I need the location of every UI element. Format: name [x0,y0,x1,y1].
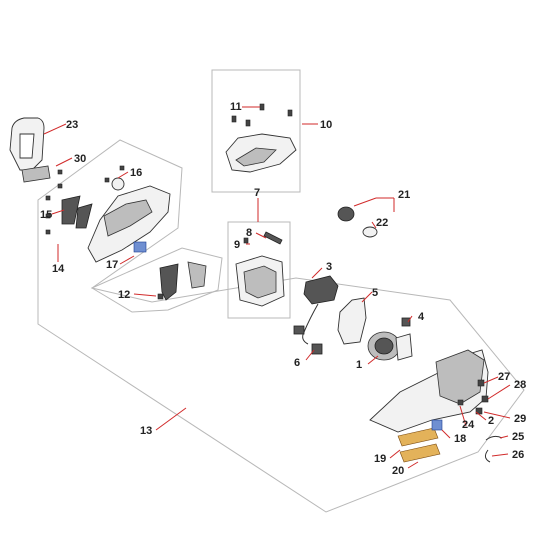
callout-13: 13 [140,425,152,437]
callout-25: 25 [512,431,524,443]
motor-assembly-part [367,331,413,361]
frame-group-12 [90,247,223,313]
callout-labels: 23 30 16 15 14 17 12 11 10 7 8 9 21 22 3… [40,101,526,477]
callout-19: 19 [374,453,386,465]
oil-cap-part [337,206,378,238]
leader-lines [43,106,511,469]
air-filter-housing-part [235,231,285,307]
rear-handle-housing-part [87,165,171,263]
callout-22: 22 [376,217,388,229]
callout-28: 28 [514,379,526,391]
callout-27: 27 [498,371,510,383]
baffle-part [337,297,367,345]
top-cover-part [225,103,297,173]
callout-9: 9 [234,239,240,251]
frame-group-10 [211,69,301,193]
filter-pads-parts [397,419,443,463]
callout-12: 12 [118,289,130,301]
handle-bar-part [9,117,51,183]
callout-20: 20 [392,465,404,477]
callout-1: 1 [356,359,362,371]
callout-18: 18 [454,433,466,445]
callout-29: 29 [514,413,526,425]
callout-24: 24 [462,419,475,431]
callout-14: 14 [52,263,65,275]
sticker-17-part [133,241,147,253]
callout-3: 3 [326,261,332,273]
throttle-linkage-parts [157,261,207,301]
frame-group-7 [227,221,291,319]
spring-hook-parts [484,435,503,463]
callout-21: 21 [398,189,410,201]
callout-15: 15 [40,209,52,221]
callout-26: 26 [512,449,524,461]
spark-plug-cap-part [311,343,323,355]
fitting-4-part [401,317,411,327]
callout-10: 10 [320,119,332,131]
callout-8: 8 [246,227,252,239]
callout-16: 16 [130,167,142,179]
callout-4: 4 [418,311,425,323]
frame-group-13 [37,139,525,513]
callout-30: 30 [74,153,86,165]
trigger-parts [45,169,93,235]
callout-17: 17 [106,259,118,271]
callout-7: 7 [254,187,260,199]
callout-5: 5 [372,287,378,299]
ignition-module-part [293,275,339,345]
callout-23: 23 [66,119,78,131]
callout-2: 2 [488,415,494,427]
callout-6: 6 [294,357,300,369]
callout-11: 11 [230,101,242,113]
